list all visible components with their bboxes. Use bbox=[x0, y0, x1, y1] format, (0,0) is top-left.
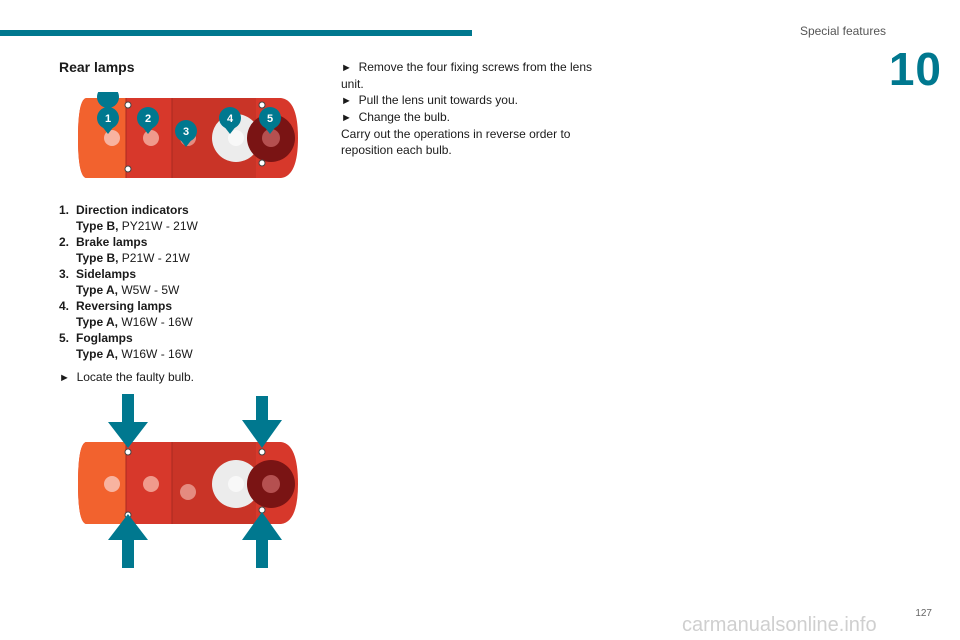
bullet-arrow-icon: ► bbox=[341, 62, 352, 74]
bullet-arrow-icon: ► bbox=[341, 95, 352, 107]
step-item: ► Change the bulb. bbox=[341, 109, 611, 126]
bulb-spec: W5W - 5W bbox=[121, 283, 180, 297]
bulb-spec: W16W - 16W bbox=[121, 315, 193, 329]
arrow-down-icon bbox=[108, 394, 148, 448]
chapter-number: 10 bbox=[888, 43, 942, 95]
bulb-spec-line: Type B, PY21W - 21W bbox=[76, 218, 198, 234]
screw bbox=[124, 101, 132, 109]
item-number: 2. bbox=[59, 235, 70, 249]
screw bbox=[124, 165, 132, 173]
marker-label: 3 bbox=[183, 126, 189, 138]
list-item: 5. Foglamps Type A, W16W - 16W bbox=[59, 330, 198, 362]
bulb-type: Type A, bbox=[76, 283, 119, 297]
bulb-name: Foglamps bbox=[76, 331, 133, 345]
step-text: Change the bulb. bbox=[358, 110, 450, 124]
step-item: ► Remove the four fixing screws from the… bbox=[341, 59, 611, 92]
instructions-column: ► Remove the four fixing screws from the… bbox=[341, 59, 611, 158]
bulb-spec-line: Type B, P21W - 21W bbox=[76, 250, 198, 266]
page-number: 127 bbox=[915, 608, 932, 619]
bulb-spec-line: Type A, W16W - 16W bbox=[76, 346, 198, 362]
item-number: 1. bbox=[59, 203, 70, 217]
step-text: Locate the faulty bulb. bbox=[76, 370, 194, 384]
step-text: Pull the lens unit towards you. bbox=[358, 93, 518, 107]
list-item: 4. Reversing lamps Type A, W16W - 16W bbox=[59, 298, 198, 330]
marker-2: 2 bbox=[137, 107, 159, 134]
marker-label: 2 bbox=[145, 113, 151, 125]
bulb-spec: W16W - 16W bbox=[121, 347, 193, 361]
bulb-spec: PY21W - 21W bbox=[121, 219, 198, 233]
bulb-spec-line: Type A, W5W - 5W bbox=[76, 282, 198, 298]
screw bbox=[258, 101, 266, 109]
marker-1: 1 bbox=[97, 92, 119, 134]
arrow-up-icon bbox=[108, 514, 148, 568]
screw bbox=[258, 159, 266, 167]
marker-3: 3 bbox=[175, 120, 197, 147]
closing-text: Carry out the operations in reverse orde… bbox=[341, 127, 571, 157]
bullet-arrow-icon: ► bbox=[341, 112, 352, 124]
item-number: 3. bbox=[59, 267, 70, 281]
screw-location-diagram bbox=[78, 394, 298, 568]
bulb-list: 1. Direction indicators Type B, PY21W - … bbox=[59, 202, 198, 362]
list-item: 2. Brake lamps Type B, P21W - 21W bbox=[59, 234, 198, 266]
bulb-spec: P21W - 21W bbox=[121, 251, 190, 265]
bulb-type: Type B, bbox=[76, 251, 119, 265]
list-item: 3. Sidelamps Type A, W5W - 5W bbox=[59, 266, 198, 298]
section-title: Rear lamps bbox=[59, 59, 135, 75]
arrow-up-icon bbox=[242, 512, 282, 568]
item-number: 4. bbox=[59, 299, 70, 313]
step-locate: ► Locate the faulty bulb. bbox=[59, 370, 194, 384]
step-text: Remove the four fixing screws from the l… bbox=[341, 60, 592, 91]
header-bar bbox=[0, 30, 472, 36]
marker-label: 4 bbox=[227, 113, 234, 125]
marker-label: 5 bbox=[267, 113, 273, 125]
bullet-arrow-icon: ► bbox=[59, 372, 70, 384]
section-label: Special features bbox=[799, 24, 886, 38]
bulb-type: Type B, bbox=[76, 219, 119, 233]
bulb-name: Direction indicators bbox=[76, 203, 189, 217]
marker-4: 4 bbox=[219, 107, 241, 134]
bulb-name: Brake lamps bbox=[76, 235, 148, 249]
screw bbox=[258, 448, 266, 456]
bulb-spec-line: Type A, W16W - 16W bbox=[76, 314, 198, 330]
marker-5: 5 bbox=[259, 107, 281, 134]
step-item: ► Pull the lens unit towards you. bbox=[341, 92, 611, 109]
indicator-section bbox=[78, 442, 126, 524]
bulb-type: Type A, bbox=[76, 347, 119, 361]
bulb-type: Type A, bbox=[76, 315, 119, 329]
bulb-name: Reversing lamps bbox=[76, 299, 173, 313]
watermark: carmanualsonline.info bbox=[682, 614, 877, 636]
item-number: 5. bbox=[59, 331, 70, 345]
list-item: 1. Direction indicators Type B, PY21W - … bbox=[59, 202, 198, 234]
screw bbox=[124, 448, 132, 456]
bulb-name: Sidelamps bbox=[76, 267, 137, 281]
rear-lamp-diagram: 1 2 3 4 5 bbox=[78, 92, 298, 178]
marker-label: 1 bbox=[105, 113, 111, 125]
arrow-down-icon bbox=[242, 396, 282, 448]
